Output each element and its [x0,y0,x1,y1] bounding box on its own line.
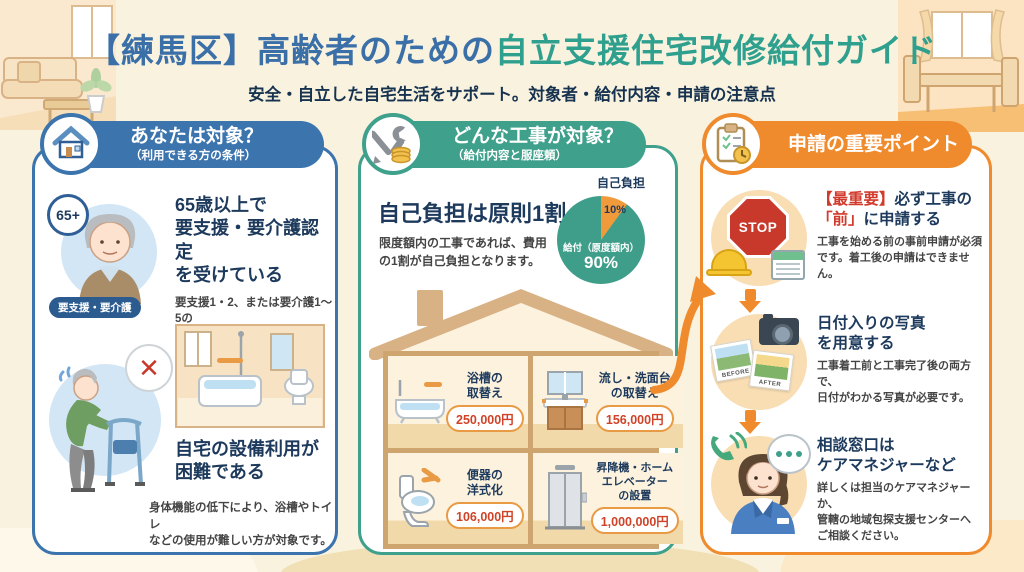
camera-icon [759,314,799,345]
curved-arrow-icon [650,276,716,394]
elderly-man-icon: 65+ 要支援・要介護 [47,194,169,318]
down-arrow-icon [739,289,761,313]
works-body: 限度額内の工事であれば、費用 の1割が自己負担となります。 [379,236,547,268]
step3-body: 詳しくは担当のケアマネジャーか、 管轄の地域包探支援センターへ ご相談ください。 [817,482,971,543]
step2-body: 工事着工前と工事完了後の両方で、 日付がわかる写真が必要です。 [817,360,971,405]
application-panel: STOP 【最重要】必ず工事の 「前」に申請する 工事を始める前の事前申請が必須… [700,145,992,555]
pie-self-pay-label: 自己負担 [597,176,646,190]
hardhat-icon [706,249,752,276]
tools-icon [362,113,424,175]
room-label: 流し・洗面台 の取替え [598,371,671,401]
pie-grant-label: 給付（原度額内） [562,243,639,254]
living-room-illustration [0,0,116,135]
after-photo-icon: AFTER [748,349,795,392]
eligibility-item2-body: 身体機能の低下により、浴槽やトイレ などの使用が難しい方が対象です。 [149,502,333,548]
care-manager-icon [731,454,795,534]
step1-heading: 【最重要】必ず工事の 「前」に申請する [817,191,973,229]
room-bathtub: 浴槽の 取替え 250,000円 [388,356,528,448]
price-badge: 156,000円 [595,405,674,433]
price-badge: 106,000円 [446,501,524,529]
price-badge: 1,000,000円 [590,507,679,535]
works-panel: 自己負担は原則1割 限度額内の工事であれば、費用 の1割が自己負担となります。 … [358,145,683,555]
sink-icon [539,370,591,433]
house-icon [40,113,102,175]
room-label: 浴槽の 取替え [466,371,503,401]
room-elevator: 昇降機・ホーム エレベーター の設置 1,000,000円 [532,452,683,544]
eligibility-item2-heading: 自宅の設備利用が 困難である [175,439,319,483]
dining-room-illustration [898,0,1024,137]
house-roof [369,289,673,360]
bathtub-icon [394,379,446,424]
step3-heading: 相談窓口は ケアマネジャーなど [817,437,956,475]
room-sink: 流し・洗面台 の取替え 156,000円 [532,356,683,448]
pie-self-pay-percent: 10% [604,204,627,216]
price-badge: 250,000円 [446,405,524,433]
works-heading: 自己負担は原則1割 [378,201,567,226]
page-subtitle: 安全・自立した自宅生活をサポート。対象者・給付内容・申請の注意点 [248,86,776,104]
calendar-icon [771,250,805,280]
stop-sign-icon: STOP [727,196,789,258]
step2-heading: 日付入りの写真 を用意する [817,315,926,353]
down-arrow-icon [739,410,761,434]
eligibility-panel: 65+ 要支援・要介護 65歳以上で 要支援・要介護認定 を受けている 要支援1… [32,145,338,555]
speech-bubble-icon [767,434,811,474]
bathroom-illustration [175,324,325,433]
walker-man-icon: ✕ [43,336,173,508]
pie-chart: 10% 給付（原度額内） 90% [557,196,645,284]
cross-mark-icon: ✕ [125,344,173,392]
eligibility-item1-heading: 65歳以上で 要支援・要介護認定 を受けている [175,195,319,286]
phone-icon [711,432,747,461]
toilet-icon [394,468,446,528]
step1-body: 工事を始める前の事前申請が必須 です。着工後の申請はできません。 [817,236,982,281]
clipboard-icon [702,113,764,175]
age-65-badge: 65+ [47,194,89,236]
elevator-icon [539,465,591,531]
care-level-tag: 要支援・要介護 [49,297,141,318]
room-toilet: 便器の 洋式化 106,000円 [388,452,528,544]
house-cross-section: 浴槽の 取替え 250,000円 [369,288,683,552]
pie-grant-percent: 90% [583,253,619,272]
room-label: 昇降機・ホーム エレベーター の設置 [596,462,674,502]
page-title: 【練馬区】高齢者のための自立支援住宅改修給付ガイド [87,32,937,69]
room-label: 便器の 洋式化 [466,467,503,497]
